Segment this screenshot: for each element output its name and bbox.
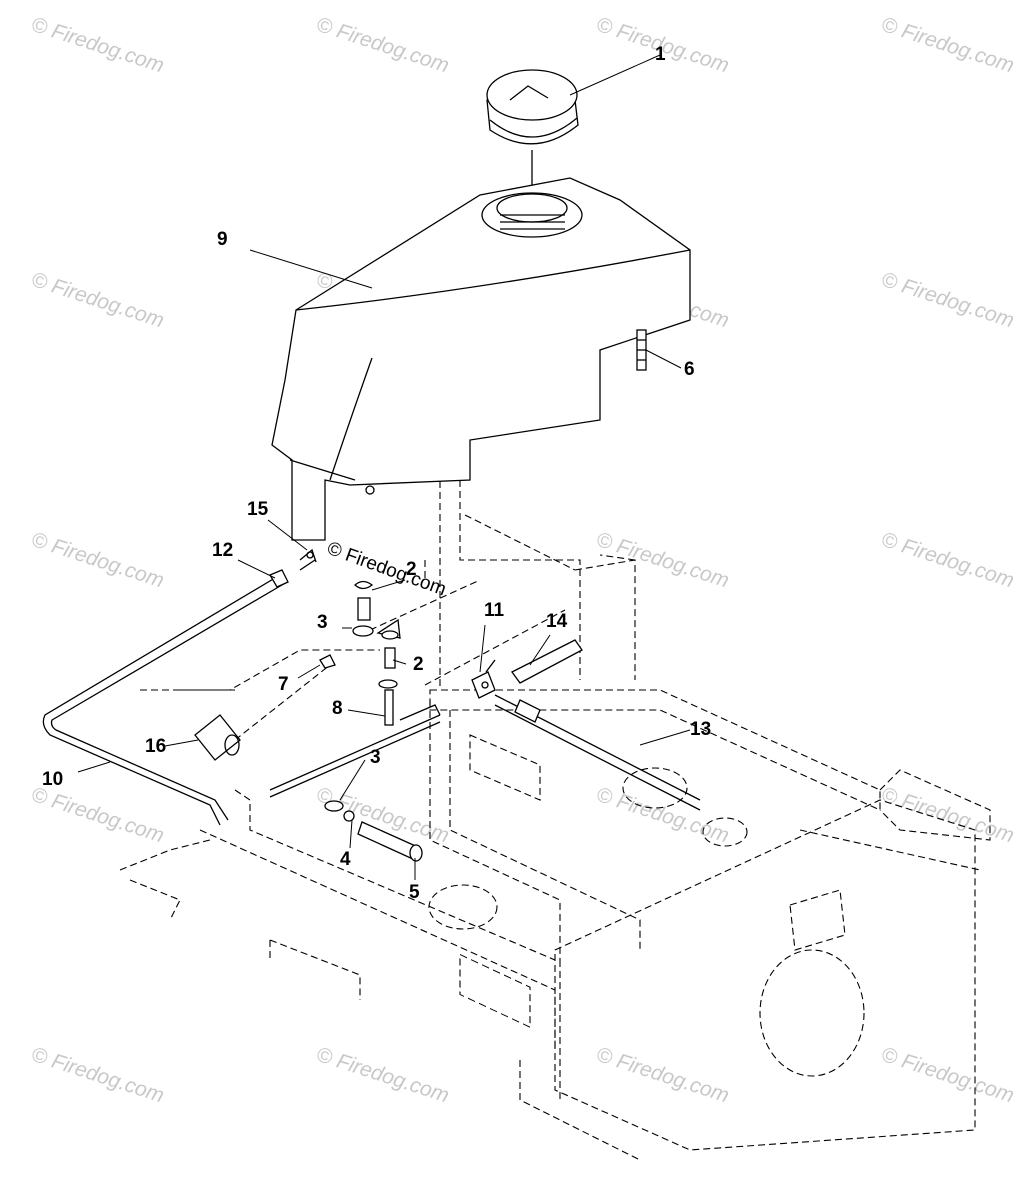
callouts: 1 2 2 3 3 4 5 6 7 8 9 10 11 12 13 14 15 …: [42, 44, 711, 903]
watermark: © Firedog.com: [28, 268, 166, 333]
watermark: © Firedog.com: [28, 528, 166, 593]
watermark: © Firedog.com: [878, 783, 1016, 848]
watermark: © Firedog.com: [593, 1043, 731, 1108]
callout-1: 1: [655, 44, 666, 65]
fuel-tank: [271, 177, 691, 541]
callout-15: 15: [247, 499, 269, 520]
callout-14: 14: [546, 611, 568, 632]
watermark: © Firedog.com: [878, 1043, 1016, 1108]
callout-16: 16: [145, 736, 166, 757]
watermark: © Firedog.com: [878, 528, 1016, 593]
watermark: © Firedog.com: [28, 1043, 166, 1108]
callout-6: 6: [684, 359, 695, 380]
mount-hardware: [269, 548, 441, 862]
watermark: © Firedog.com: [593, 783, 731, 848]
callout-13: 13: [690, 719, 711, 740]
callout-9: 9: [217, 229, 228, 250]
callout-2: 2: [406, 559, 417, 580]
fuel-cap: [486, 69, 579, 190]
watermark: © Firedog.com: [593, 528, 731, 593]
callout-10: 10: [42, 769, 63, 790]
watermark: © Firedog.com: [313, 13, 451, 78]
callout-11: 11: [484, 600, 505, 621]
fuel-line: [42, 559, 316, 826]
callout-12: 12: [212, 540, 233, 561]
fuel-hose: [494, 639, 701, 811]
fuel-filter: [194, 714, 241, 761]
callout-4: 4: [340, 849, 351, 870]
callout-8: 8: [332, 698, 343, 719]
leader-lines: [77, 54, 691, 880]
stud-6: [636, 329, 647, 371]
watermark: © Firedog.com: [878, 268, 1016, 333]
watermark: © Firedog.com: [878, 13, 1016, 78]
shutoff-valve: [471, 659, 496, 699]
callout-3: 3: [370, 747, 381, 768]
watermark: © Firedog.com: [313, 1043, 451, 1108]
callout-3: 3: [317, 612, 328, 633]
callout-5: 5: [409, 882, 420, 903]
callout-7: 7: [278, 674, 289, 695]
center-watermark: © Firedog.com: [324, 538, 449, 600]
callout-2: 2: [413, 654, 424, 675]
watermark-grid: © Firedog.com © Firedog.com © Firedog.co…: [28, 13, 1016, 1108]
watermark: © Firedog.com: [28, 783, 166, 848]
watermark: © Firedog.com: [28, 13, 166, 78]
frame-chassis: [119, 479, 991, 1161]
